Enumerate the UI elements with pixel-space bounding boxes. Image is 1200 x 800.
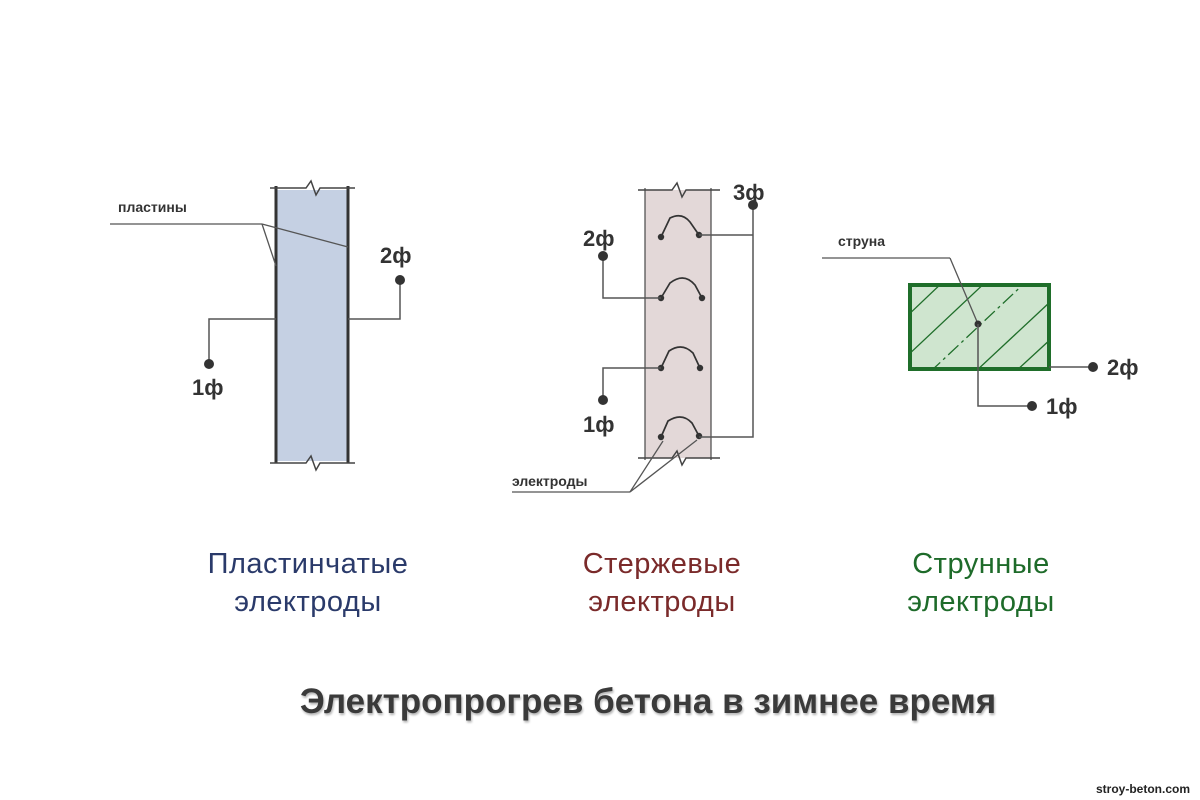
wire-phase-1 [977, 324, 1032, 407]
terminal-phase-2 [598, 251, 608, 261]
rod-electrodes-caption: Стержевые электроды [522, 545, 802, 621]
electrodes-leader-line [629, 439, 698, 493]
terminal-phase-2 [395, 275, 405, 285]
phase-1-label: 1ф [1046, 394, 1078, 419]
terminal-phase-3 [748, 200, 758, 210]
electrodes-leader-line [629, 440, 664, 493]
wire-phase-3 [699, 205, 754, 438]
wire-phase-1 [208, 318, 276, 364]
string-electrodes-panel: струна 2ф 1ф [822, 233, 1139, 419]
phase-2-label: 2ф [380, 243, 412, 268]
phase-2-label: 2ф [583, 226, 615, 251]
phase-3-label: 3ф [733, 180, 765, 205]
phase-2-label: 2ф [1107, 355, 1139, 380]
phase-1-label: 1ф [192, 375, 224, 400]
string-electrodes-caption: Струнные электроды [841, 545, 1121, 621]
plates-leader-line [261, 223, 277, 267]
concrete-slab-body [277, 190, 347, 461]
plate-electrodes-caption: Пластинчатые электроды [168, 545, 448, 621]
caption-line: Пластинчатые [207, 548, 409, 580]
site-watermark: stroy-beton.com [1095, 782, 1190, 796]
string-leader-line [949, 257, 979, 325]
caption-line: Стержевые [582, 548, 742, 580]
plates-label: пластины [118, 199, 187, 215]
break-line-bottom [270, 454, 355, 472]
plates-leader-line [261, 223, 349, 248]
string-label: струна [838, 233, 885, 249]
terminal-phase-1 [204, 359, 214, 369]
phase-1-label: 1ф [583, 412, 615, 437]
caption-line: электроды [907, 586, 1055, 618]
break-line-top [638, 181, 720, 199]
caption-line: электроды [588, 586, 736, 618]
caption-line: электроды [234, 586, 382, 618]
terminal-phase-1 [598, 395, 608, 405]
wire-phase-2 [348, 280, 401, 320]
rod-electrodes-panel: электроды 3ф 2ф 1ф [512, 180, 765, 493]
page-title: Электропрогрев бетона в зимнее время [299, 682, 997, 721]
break-line-top [270, 179, 355, 197]
electrodes-label: электроды [512, 473, 588, 489]
caption-line: Струнные [912, 548, 1050, 580]
wire-phase-2 [602, 256, 661, 299]
terminal-phase-1 [1027, 401, 1037, 411]
terminal-phase-2 [1088, 362, 1098, 372]
break-line-bottom [638, 449, 720, 467]
wire-phase-1 [602, 367, 661, 400]
plate-electrodes-panel: пластины 1ф 2ф [110, 179, 412, 472]
rod-electrode [657, 346, 704, 372]
